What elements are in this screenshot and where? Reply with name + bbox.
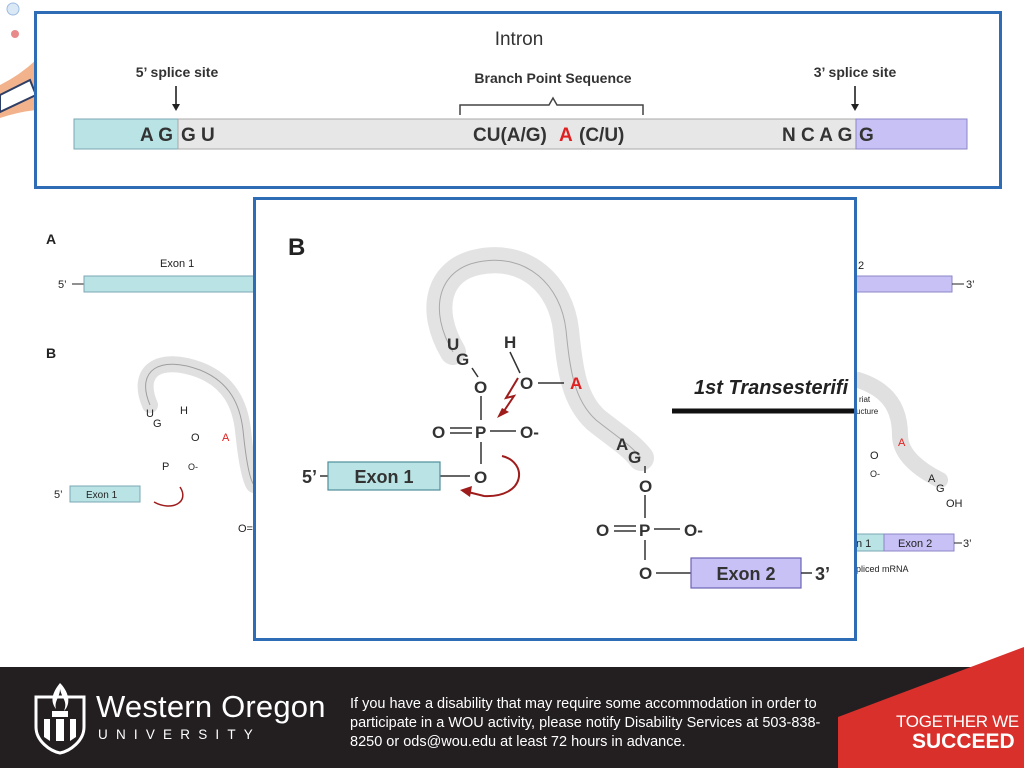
bg-exon2-right-label: Exon 2 (898, 538, 932, 550)
five-prime-splice-label: 5’ splice site (136, 64, 219, 80)
nucleotide-g: G (456, 350, 469, 369)
bg-exon1-bar (83, 275, 257, 293)
bg-intron-loop-outline (145, 363, 255, 486)
bg-h: H (180, 405, 188, 417)
three-prime-splice-label: 3’ splice site (814, 64, 897, 80)
exon-right-segment (855, 118, 968, 150)
bg-a-red: A (222, 432, 230, 444)
seq-branch-adenine: A (559, 125, 573, 146)
attack-arrow-head (497, 408, 509, 418)
branch-bracket (459, 96, 644, 115)
seq-right-exon: G (859, 125, 874, 146)
bg-o-eq: O= (238, 523, 253, 535)
bg-three-prime: 3’ (966, 279, 975, 291)
bg-o: O (191, 432, 200, 444)
intron-loop-outline (438, 259, 642, 459)
exon1-box (327, 461, 441, 491)
exon2-label: Exon 2 (716, 564, 775, 584)
transesterification-panel: B U G H O A O P O O- O 5’ Exon 1 A G O (253, 197, 857, 641)
transesterification-diagram: B U G H O A O P O O- O 5’ Exon 1 A G O (288, 234, 854, 589)
bg-exon-1-frag: n 1 (856, 538, 871, 550)
hydrogen-h: H (504, 333, 516, 352)
disability-notice: If you have a disability that may requir… (350, 696, 821, 750)
nucleotide-g2: G (628, 448, 641, 467)
seq-branch-c: (C/U) (579, 125, 624, 146)
intron-diagram: Intron 5’ splice site Branch Point Seque… (73, 29, 968, 150)
bg-a-r: A (928, 473, 936, 485)
nucleotide-a2: A (616, 435, 628, 454)
oxygen-double-2: O (596, 521, 609, 540)
bg-curved-arrow (153, 486, 184, 507)
oxygen-minus-2: O- (684, 521, 703, 540)
bg-exon2-bar (851, 275, 953, 293)
bg-ucture: ucture (856, 407, 879, 416)
bg-o-r1: O (870, 450, 879, 462)
bg-riat: riat (859, 395, 871, 404)
bg-u: U (146, 408, 154, 420)
bg-five-prime: 5’ (58, 279, 67, 291)
oxygen-lower-top: O (639, 477, 652, 496)
bg-oh-r: OH (946, 498, 963, 510)
footer-bar: Western Oregon UNIVERSITY If you have a … (0, 647, 1024, 768)
branch-point-label: Branch Point Sequence (474, 70, 631, 86)
oxygen-exon1: O (474, 468, 487, 487)
bg-five-prime-b: 5’ (54, 489, 63, 501)
transesterification-title: 1st Transesterifi (694, 377, 849, 399)
red-accent-shape (838, 647, 1024, 768)
exon2-box (690, 557, 802, 589)
oxygen-top: O (474, 378, 487, 397)
bg-exon1-b-label: Exon 1 (86, 490, 118, 501)
bg-exon1-label: Exon 1 (160, 258, 194, 270)
bond-h-o (509, 351, 521, 374)
seq-left-intron: G U (181, 125, 215, 146)
background-splicing-figure: A Exon 1 5’ 2 3’ B U G H O A P O- 5’ Exo… (46, 231, 975, 574)
bg-a-right: A (898, 437, 906, 449)
university-name: Western Oregon (96, 689, 326, 724)
five-prime-arrow-head (172, 104, 180, 111)
seq-left-exon: A G (140, 125, 173, 146)
bg-g: G (153, 418, 162, 430)
bg-spliced-mrna: pliced mRNA (856, 564, 909, 574)
seq-right-intron: N C A G (782, 125, 852, 146)
curved-arrow-head (460, 486, 472, 497)
bg-exon2-partial: 2 (858, 260, 864, 272)
bg-exon1-b-bar (69, 485, 141, 503)
intron-panel: Intron 5’ splice site Branch Point Seque… (34, 11, 1002, 189)
seq-branch-a: CU(A/G) (473, 125, 547, 146)
curved-electron-arrow (467, 455, 520, 498)
tagline-succeed: SUCCEED (912, 730, 1015, 753)
exon-left-segment (73, 118, 179, 150)
bond-g-o (471, 367, 479, 378)
three-prime-end: 3’ (815, 564, 830, 584)
oxygen-exon2: O (639, 564, 652, 583)
phosphorus: P (475, 423, 486, 442)
bg-lariat-tail (850, 372, 948, 488)
branch-adenine: A (570, 374, 582, 393)
bg-o-minus: O- (188, 462, 198, 472)
intron-title: Intron (495, 29, 544, 50)
oxygen-double: O (432, 423, 445, 442)
panel-label-b: B (288, 234, 305, 261)
corner-illustration (0, 2, 38, 118)
bg-three-prime-b: 3’ (963, 538, 972, 550)
bg-label-a: A (46, 231, 56, 247)
phosphorus-2: P (639, 521, 650, 540)
exon1-label: Exon 1 (354, 467, 413, 487)
bg-p: P (162, 461, 169, 473)
university-subtitle: UNIVERSITY (98, 727, 262, 742)
nucleophilic-attack-arrow (501, 377, 519, 415)
oxygen-2oh: O (520, 374, 533, 393)
nucleotide-u: U (447, 335, 459, 354)
bg-o-r2: O- (870, 469, 880, 479)
wou-torch-logo (34, 683, 86, 755)
three-prime-arrow-head (851, 104, 859, 111)
bg-label-b: B (46, 345, 56, 361)
bg-g-r: G (936, 483, 945, 495)
tagline-together-we: TOGETHER WE (896, 712, 1019, 731)
oxygen-minus: O- (520, 423, 539, 442)
five-prime-end: 5’ (302, 467, 317, 487)
